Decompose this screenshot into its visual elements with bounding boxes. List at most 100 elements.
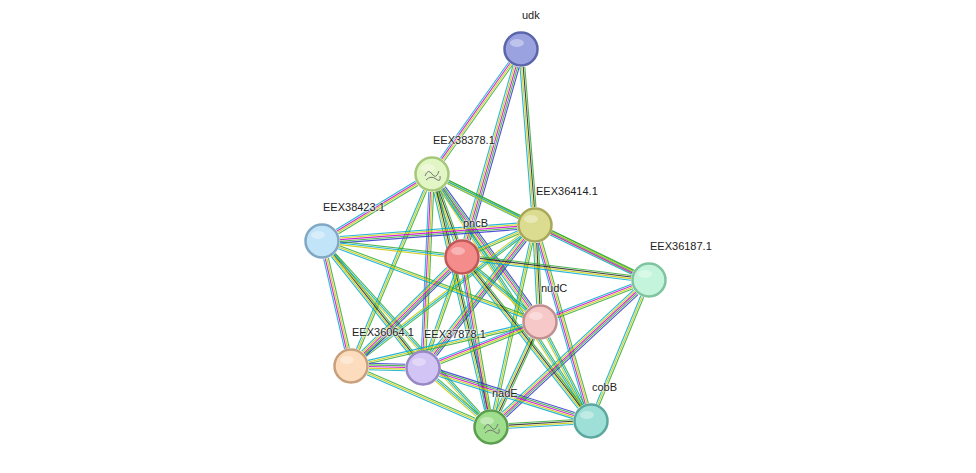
protein-label: nudC xyxy=(541,282,567,294)
evidence-line xyxy=(477,267,527,309)
evidence-line xyxy=(505,293,637,415)
protein-node: EEX38423.1 xyxy=(304,223,340,259)
evidence-line xyxy=(328,258,349,348)
evidence-line xyxy=(325,259,346,349)
node-circle xyxy=(333,348,369,384)
evidence-line xyxy=(421,192,428,350)
node-circle xyxy=(304,223,340,259)
node-circle xyxy=(522,304,558,340)
node-circle xyxy=(405,350,441,386)
evidence-line xyxy=(331,257,410,356)
evidence-line xyxy=(475,270,525,312)
evidence-line xyxy=(502,290,634,412)
interaction-edge xyxy=(520,67,536,207)
evidence-line xyxy=(365,271,450,355)
evidence-line xyxy=(364,270,449,354)
protein-label: nadE xyxy=(492,387,518,399)
evidence-line xyxy=(327,258,348,348)
node-circle xyxy=(573,403,609,439)
interaction-edge xyxy=(340,223,518,243)
interaction-edge xyxy=(362,267,452,355)
evidence-line xyxy=(476,269,526,311)
interaction-edge xyxy=(480,257,632,280)
evidence-line xyxy=(366,272,451,356)
evidence-line xyxy=(534,243,537,304)
evidence-line xyxy=(444,65,512,161)
protein-label: EEX38423.1 xyxy=(323,201,385,213)
interaction-edge xyxy=(369,363,405,370)
node-circle xyxy=(517,207,553,243)
node-circle xyxy=(473,409,509,445)
evidence-line xyxy=(441,370,575,412)
evidence-line xyxy=(340,225,517,238)
protein-label: EEX36414.1 xyxy=(536,185,598,197)
protein-node: nadE xyxy=(473,409,509,445)
protein-label: EEX37878.1 xyxy=(424,328,486,340)
protein-node: EEX38378.1 xyxy=(414,156,450,192)
evidence-line xyxy=(339,247,523,315)
evidence-line xyxy=(520,67,531,207)
evidence-line xyxy=(369,368,405,369)
evidence-line xyxy=(509,424,573,428)
interaction-edge xyxy=(550,231,634,275)
evidence-line xyxy=(478,232,518,250)
evidence-line xyxy=(480,257,631,276)
evidence-line xyxy=(478,231,518,249)
evidence-line xyxy=(369,363,405,364)
evidence-line xyxy=(442,189,582,406)
evidence-line xyxy=(369,365,405,366)
evidence-line xyxy=(475,270,582,406)
evidence-line xyxy=(443,188,583,405)
protein-label: EEX38378.1 xyxy=(433,134,495,146)
evidence-line xyxy=(480,260,631,279)
protein-label: udk xyxy=(522,9,540,21)
evidence-line xyxy=(333,256,412,355)
protein-node: EEX36187.1 xyxy=(631,262,667,298)
evidence-line xyxy=(548,338,583,405)
evidence-line xyxy=(525,67,536,207)
evidence-line xyxy=(547,339,582,406)
node-circle xyxy=(444,239,480,275)
protein-label: cobB xyxy=(592,381,617,393)
protein-label: EEX36064.1 xyxy=(352,326,414,338)
evidence-line xyxy=(441,372,575,414)
interaction-edge xyxy=(547,337,584,405)
interaction-edge xyxy=(338,246,523,317)
node-circle xyxy=(414,156,450,192)
evidence-line xyxy=(480,262,631,281)
evidence-line xyxy=(423,192,430,350)
evidence-line xyxy=(522,67,533,207)
interaction-edge xyxy=(436,379,479,417)
protein-node: udk xyxy=(503,31,539,67)
node-circle xyxy=(503,31,539,67)
protein-node: EEX37878.1 xyxy=(405,350,441,386)
interaction-edge xyxy=(439,370,575,418)
node-circle xyxy=(631,262,667,298)
protein-node: EEX36064.1 xyxy=(333,348,369,384)
evidence-line xyxy=(480,258,631,277)
protein-node: cobB xyxy=(573,403,609,439)
evidence-line xyxy=(552,231,634,270)
evidence-line xyxy=(479,234,519,252)
interaction-edge xyxy=(440,188,582,406)
protein-node: nudC xyxy=(522,304,558,340)
evidence-line xyxy=(552,232,634,271)
interaction-edge xyxy=(340,241,445,256)
evidence-line xyxy=(369,367,405,368)
evidence-line xyxy=(523,67,534,207)
evidence-line xyxy=(440,375,574,417)
protein-node: pncB xyxy=(444,239,480,275)
evidence-line xyxy=(499,339,533,411)
evidence-line xyxy=(369,370,405,371)
protein-node: EEX36414.1 xyxy=(517,207,553,243)
evidence-line xyxy=(550,337,585,404)
evidence-line xyxy=(425,192,432,350)
evidence-line xyxy=(340,223,517,236)
evidence-line xyxy=(340,226,517,239)
evidence-line xyxy=(324,259,345,349)
interaction-edge xyxy=(421,192,433,350)
protein-label: pncB xyxy=(463,217,488,229)
protein-label: EEX36187.1 xyxy=(650,240,712,252)
evidence-line xyxy=(440,373,574,415)
